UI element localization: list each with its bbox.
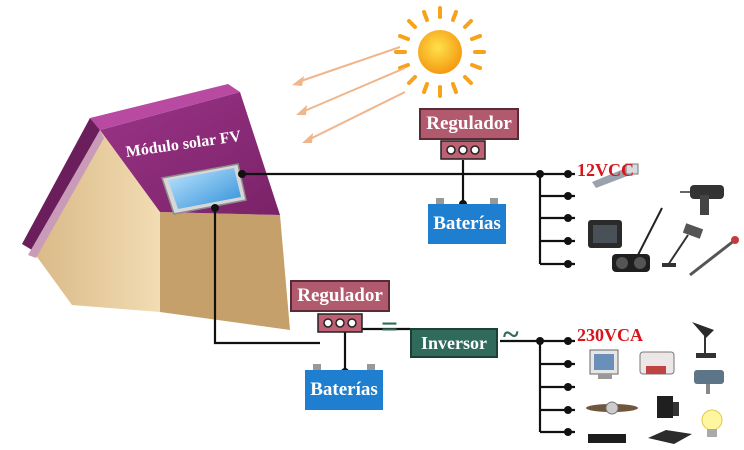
ac-symbol: ~ — [503, 318, 519, 351]
jigsaw-icon — [694, 370, 724, 394]
cell-phone-charger-icon — [592, 163, 639, 188]
battery-box-ac: Baterías — [305, 370, 383, 410]
desk-lamp-icon — [662, 223, 704, 267]
coffee-maker-icon — [657, 396, 679, 418]
dc-symbol: = — [381, 310, 399, 343]
sewing-machine-icon — [639, 351, 675, 375]
television-icon — [588, 220, 622, 248]
battery-terminals — [313, 198, 498, 370]
regulator-terminal-dc — [440, 140, 486, 160]
regulator-box-ac: Regulador — [290, 280, 390, 312]
desk-lamp-icon — [692, 322, 716, 358]
computer-icon — [589, 349, 619, 379]
dc-voltage-label: 12VCC — [577, 160, 634, 180]
sunlight-rays — [292, 46, 406, 143]
regulator-box-dc: Regulador — [419, 108, 519, 140]
regulator-terminal-ac — [317, 313, 363, 333]
drill-icon — [680, 185, 724, 215]
radio-icon — [612, 207, 663, 272]
battery-box-dc: Baterías — [428, 204, 506, 244]
ac-voltage-label: 230VCA — [577, 325, 643, 345]
solar-panel-icon — [161, 163, 247, 215]
house-illustration — [22, 84, 290, 330]
ceiling-fan-icon — [586, 401, 638, 415]
printer-icon — [648, 430, 692, 444]
soldering-iron-icon — [689, 236, 739, 277]
dvd-player-icon — [588, 434, 626, 443]
sun-icon — [394, 6, 486, 98]
inverter-box: Inversor — [410, 328, 498, 358]
light-bulb-icon — [701, 409, 723, 437]
